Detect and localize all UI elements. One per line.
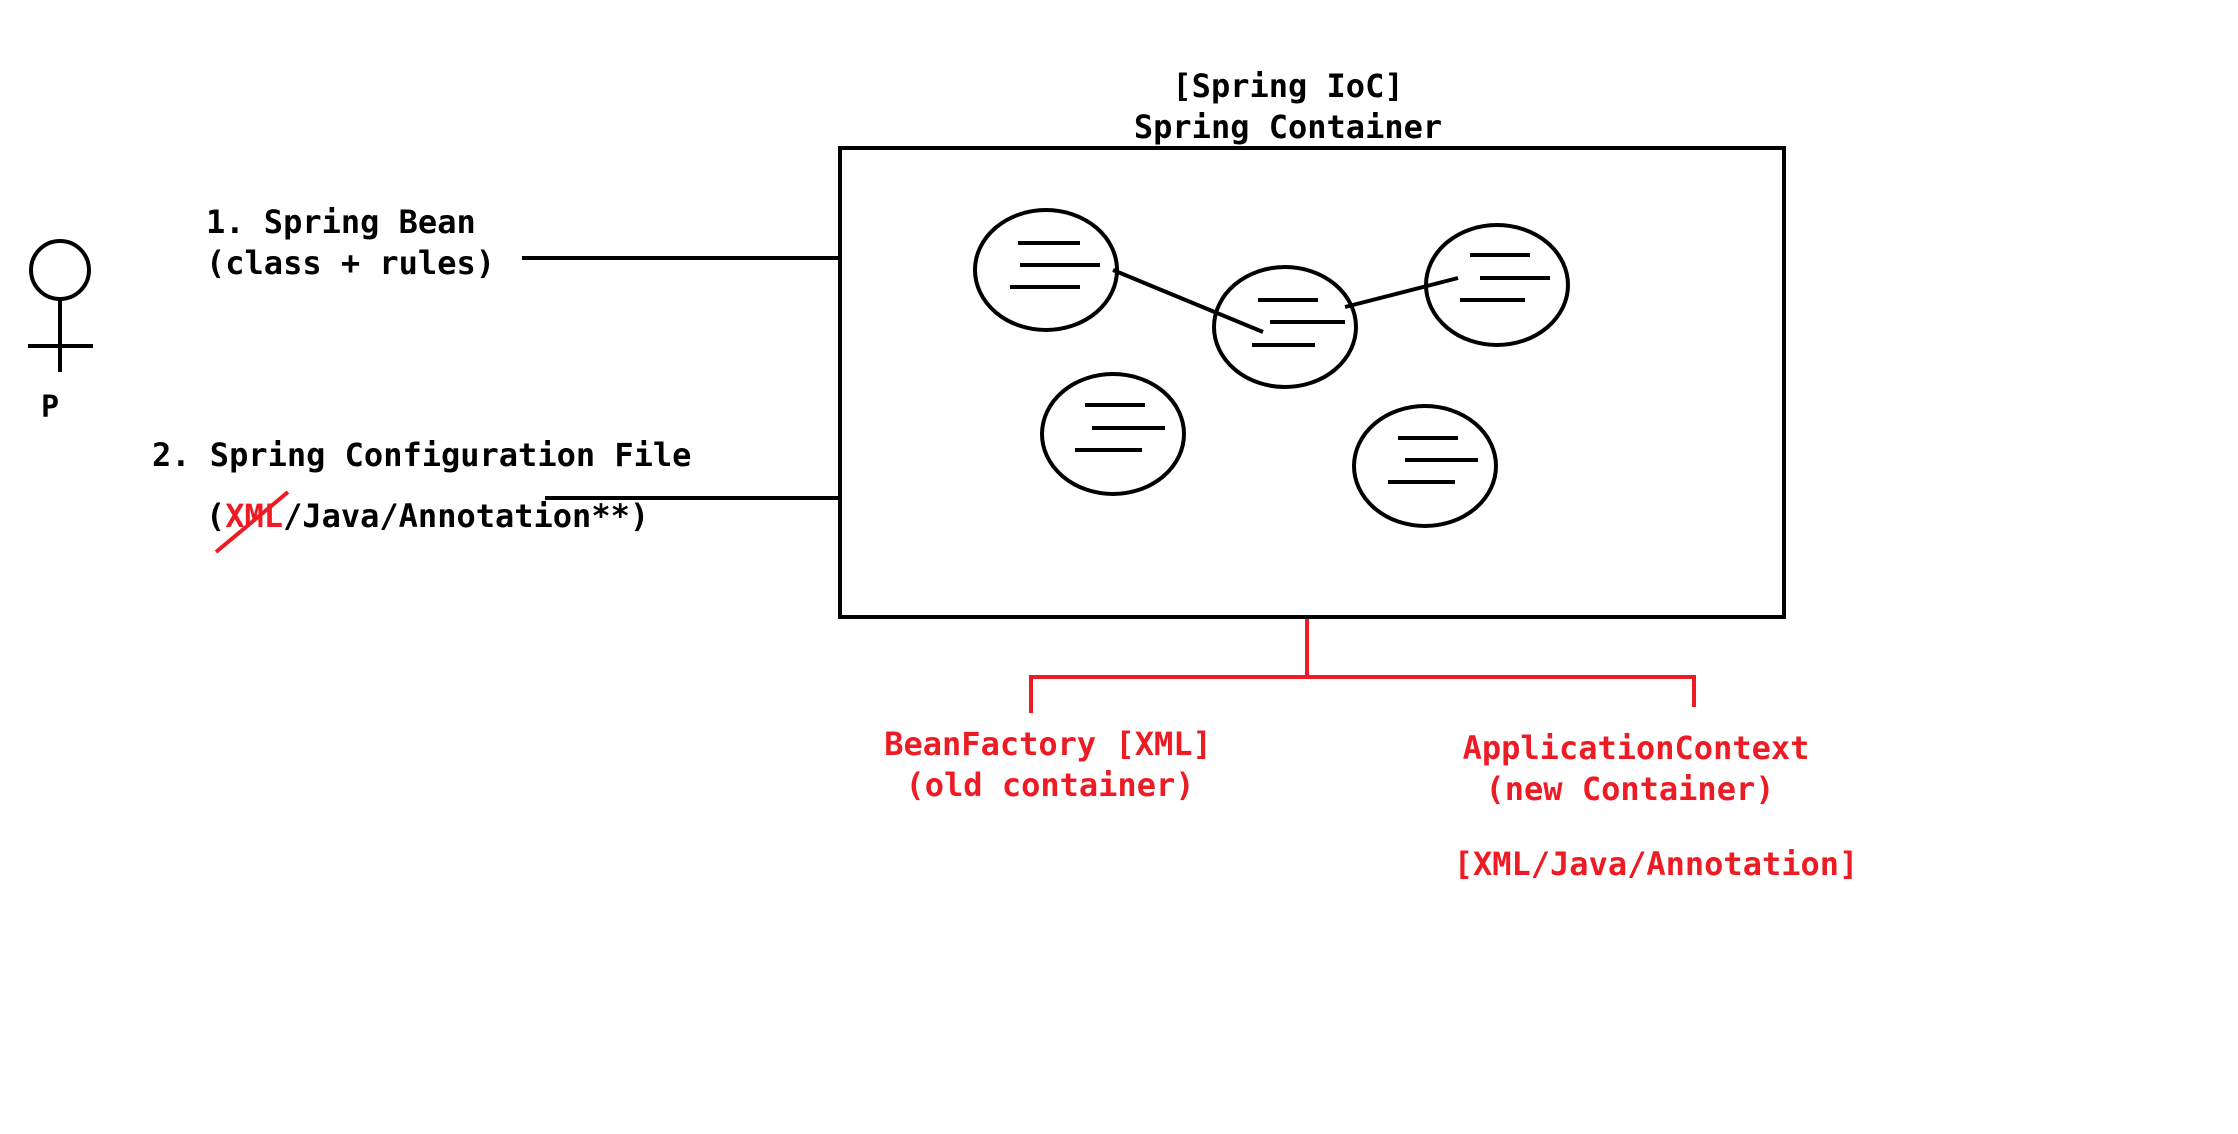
bean-icon bbox=[973, 208, 1119, 332]
bean-icon bbox=[1212, 265, 1358, 389]
bean-icon bbox=[1352, 404, 1498, 528]
config-rest: /Java/Annotation**) bbox=[283, 497, 649, 535]
input-config-file-line1: 2. Spring Configuration File bbox=[152, 436, 691, 474]
input-spring-bean-line1: 1. Spring Bean bbox=[206, 203, 476, 241]
bean-icon bbox=[1424, 223, 1570, 347]
person-label: P bbox=[41, 390, 59, 425]
input-config-file-line2: (XML/Java/Annotation**) bbox=[206, 497, 649, 535]
xml-strikethrough-mark bbox=[214, 490, 290, 554]
bean-icon bbox=[1040, 372, 1186, 496]
container-title-line1: [Spring IoC] bbox=[1172, 67, 1403, 105]
bean-factory-label: BeanFactory [XML] bbox=[884, 725, 1212, 763]
application-context-label: ApplicationContext bbox=[1463, 729, 1810, 767]
bean-factory-note: (old container) bbox=[906, 766, 1195, 804]
spring-container-box bbox=[838, 146, 1786, 619]
bean-dependency-link bbox=[1344, 276, 1459, 309]
bean-group bbox=[973, 208, 1570, 528]
application-context-formats: [XML/Java/Annotation] bbox=[1454, 845, 1859, 883]
input-spring-bean-line2: (class + rules) bbox=[206, 244, 495, 282]
container-types-bracket bbox=[1029, 619, 1696, 713]
bean-dependency-link bbox=[1112, 268, 1264, 334]
container-title-line2: Spring Container bbox=[1134, 108, 1442, 146]
config-open-paren: ( bbox=[206, 497, 225, 535]
person-icon bbox=[28, 239, 93, 372]
application-context-note: (new Container) bbox=[1486, 770, 1775, 808]
